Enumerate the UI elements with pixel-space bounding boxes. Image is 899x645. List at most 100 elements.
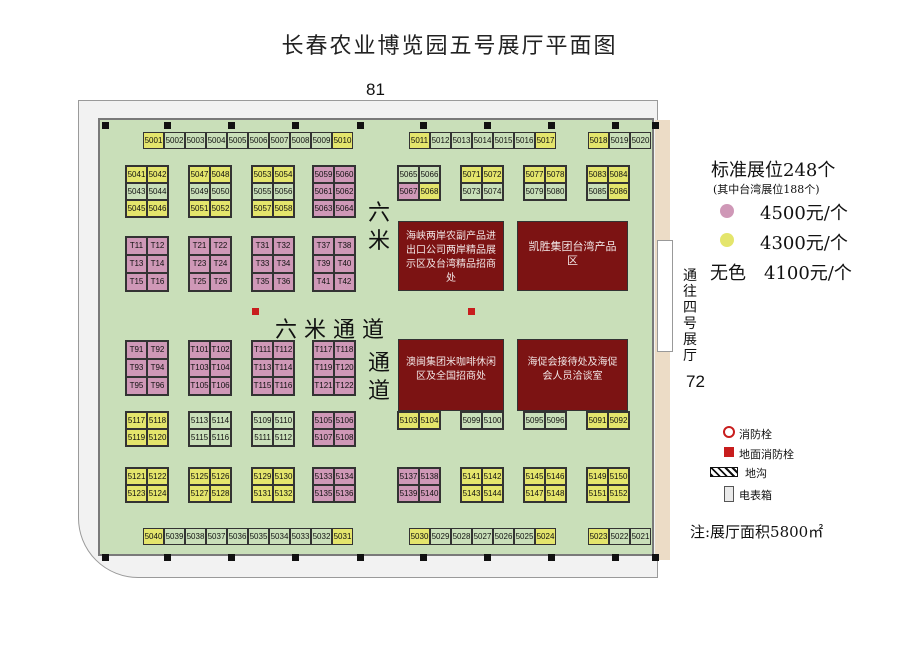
booth-5144[interactable]: 5144 <box>482 485 503 502</box>
booth-5047[interactable]: 5047 <box>189 166 210 183</box>
booth-5123[interactable]: 5123 <box>126 485 147 502</box>
booth-T24[interactable]: T24 <box>210 255 231 273</box>
booth-5129[interactable]: 5129 <box>252 468 273 485</box>
booth-5128[interactable]: 5128 <box>210 485 231 502</box>
booth-5083[interactable]: 5083 <box>587 166 608 183</box>
booth-5001[interactable]: 5001 <box>143 132 164 149</box>
booth-5002[interactable]: 5002 <box>164 132 185 149</box>
booth-T115[interactable]: T115 <box>252 377 273 395</box>
booth-5149[interactable]: 5149 <box>587 468 608 485</box>
booth-T22[interactable]: T22 <box>210 237 231 255</box>
booth-5115[interactable]: 5115 <box>189 429 210 446</box>
booth-5063[interactable]: 5063 <box>313 200 334 217</box>
booth-5086[interactable]: 5086 <box>608 183 629 200</box>
booth-5017[interactable]: 5017 <box>535 132 556 149</box>
booth-5117[interactable]: 5117 <box>126 412 147 429</box>
booth-T120[interactable]: T120 <box>334 359 355 377</box>
booth-T96[interactable]: T96 <box>147 377 168 395</box>
booth-5008[interactable]: 5008 <box>290 132 311 149</box>
booth-5111[interactable]: 5111 <box>252 429 273 446</box>
booth-5004[interactable]: 5004 <box>206 132 227 149</box>
booth-T25[interactable]: T25 <box>189 273 210 291</box>
booth-5042[interactable]: 5042 <box>147 166 168 183</box>
booth-5023[interactable]: 5023 <box>588 528 609 545</box>
booth-5056[interactable]: 5056 <box>273 183 294 200</box>
booth-5121[interactable]: 5121 <box>126 468 147 485</box>
booth-5152[interactable]: 5152 <box>608 485 629 502</box>
booth-5054[interactable]: 5054 <box>273 166 294 183</box>
booth-5013[interactable]: 5013 <box>451 132 472 149</box>
booth-5059[interactable]: 5059 <box>313 166 334 183</box>
booth-5060[interactable]: 5060 <box>334 166 355 183</box>
booth-5030[interactable]: 5030 <box>409 528 430 545</box>
booth-T92[interactable]: T92 <box>147 341 168 359</box>
booth-5016[interactable]: 5016 <box>514 132 535 149</box>
booth-T34[interactable]: T34 <box>273 255 294 273</box>
booth-T103[interactable]: T103 <box>189 359 210 377</box>
booth-5139[interactable]: 5139 <box>398 485 419 502</box>
booth-5055[interactable]: 5055 <box>252 183 273 200</box>
booth-5071[interactable]: 5071 <box>461 166 482 183</box>
booth-T112[interactable]: T112 <box>273 341 294 359</box>
booth-5148[interactable]: 5148 <box>545 485 566 502</box>
booth-5006[interactable]: 5006 <box>248 132 269 149</box>
booth-5051[interactable]: 5051 <box>189 200 210 217</box>
booth-5120[interactable]: 5120 <box>147 429 168 446</box>
booth-5019[interactable]: 5019 <box>609 132 630 149</box>
booth-5140[interactable]: 5140 <box>419 485 440 502</box>
booth-5126[interactable]: 5126 <box>210 468 231 485</box>
booth-T32[interactable]: T32 <box>273 237 294 255</box>
booth-5052[interactable]: 5052 <box>210 200 231 217</box>
booth-T111[interactable]: T111 <box>252 341 273 359</box>
booth-T93[interactable]: T93 <box>126 359 147 377</box>
booth-T23[interactable]: T23 <box>189 255 210 273</box>
booth-T13[interactable]: T13 <box>126 255 147 273</box>
booth-T37[interactable]: T37 <box>313 237 334 255</box>
booth-5057[interactable]: 5057 <box>252 200 273 217</box>
booth-5035[interactable]: 5035 <box>248 528 269 545</box>
booth-5085[interactable]: 5085 <box>587 183 608 200</box>
booth-5031[interactable]: 5031 <box>332 528 353 545</box>
booth-5136[interactable]: 5136 <box>334 485 355 502</box>
booth-T114[interactable]: T114 <box>273 359 294 377</box>
booth-5018[interactable]: 5018 <box>588 132 609 149</box>
booth-5074[interactable]: 5074 <box>482 183 503 200</box>
red-zone-strait-company[interactable]: 海峡两岸农副产品进出口公司两岸精品展示区及台湾精品招商处 <box>398 221 504 291</box>
booth-T33[interactable]: T33 <box>252 255 273 273</box>
booth-5065[interactable]: 5065 <box>398 166 419 183</box>
booth-5108[interactable]: 5108 <box>334 429 355 446</box>
booth-T122[interactable]: T122 <box>334 377 355 395</box>
booth-5142[interactable]: 5142 <box>482 468 503 485</box>
booth-T101[interactable]: T101 <box>189 341 210 359</box>
booth-T106[interactable]: T106 <box>210 377 231 395</box>
booth-5151[interactable]: 5151 <box>587 485 608 502</box>
booth-5014[interactable]: 5014 <box>472 132 493 149</box>
booth-5096[interactable]: 5096 <box>545 412 566 429</box>
booth-5137[interactable]: 5137 <box>398 468 419 485</box>
booth-5146[interactable]: 5146 <box>545 468 566 485</box>
booth-T42[interactable]: T42 <box>334 273 355 291</box>
booth-T118[interactable]: T118 <box>334 341 355 359</box>
booth-5009[interactable]: 5009 <box>311 132 332 149</box>
booth-5073[interactable]: 5073 <box>461 183 482 200</box>
booth-T31[interactable]: T31 <box>252 237 273 255</box>
booth-5062[interactable]: 5062 <box>334 183 355 200</box>
booth-5058[interactable]: 5058 <box>273 200 294 217</box>
booth-5095[interactable]: 5095 <box>524 412 545 429</box>
booth-5036[interactable]: 5036 <box>227 528 248 545</box>
booth-5024[interactable]: 5024 <box>535 528 556 545</box>
booth-5029[interactable]: 5029 <box>430 528 451 545</box>
booth-5125[interactable]: 5125 <box>189 468 210 485</box>
booth-5135[interactable]: 5135 <box>313 485 334 502</box>
booth-5053[interactable]: 5053 <box>252 166 273 183</box>
booth-5127[interactable]: 5127 <box>189 485 210 502</box>
booth-T38[interactable]: T38 <box>334 237 355 255</box>
booth-T15[interactable]: T15 <box>126 273 147 291</box>
booth-T21[interactable]: T21 <box>189 237 210 255</box>
booth-5134[interactable]: 5134 <box>334 468 355 485</box>
booth-5132[interactable]: 5132 <box>273 485 294 502</box>
booth-T113[interactable]: T113 <box>252 359 273 377</box>
booth-5104[interactable]: 5104 <box>419 412 440 429</box>
booth-5067[interactable]: 5067 <box>398 183 419 200</box>
booth-5080[interactable]: 5080 <box>545 183 566 200</box>
